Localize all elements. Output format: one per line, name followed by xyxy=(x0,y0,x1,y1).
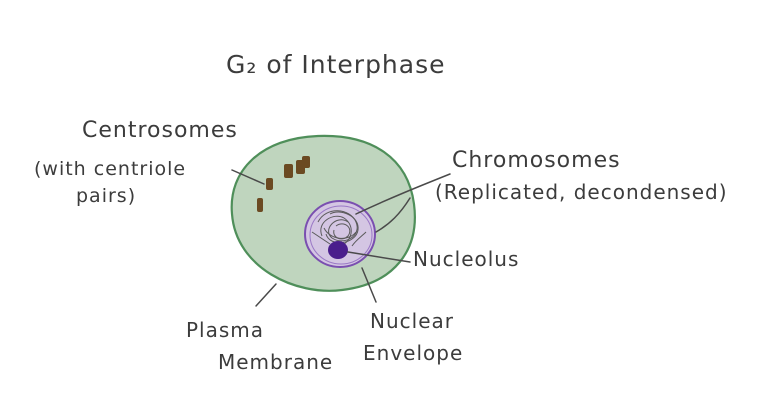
diagram-title: G₂ of Interphase xyxy=(226,50,446,79)
label-plasma-line2: Membrane xyxy=(218,350,334,374)
nucleolus-body xyxy=(328,241,348,259)
nucleus xyxy=(305,201,375,267)
chromatin xyxy=(311,210,367,247)
nuclear-envelope xyxy=(304,200,376,268)
label-centrosomes: Centrosomes xyxy=(82,118,238,143)
pointer-plasma xyxy=(255,283,277,307)
pointer-lines xyxy=(231,169,451,307)
plasma-membrane xyxy=(230,134,416,292)
pointer-centrosomes xyxy=(231,169,265,185)
pointer-chromosomes xyxy=(355,173,451,215)
label-nuclear-line2: Envelope xyxy=(363,341,464,365)
label-plasma-line1: Plasma xyxy=(186,318,265,342)
centrosomes xyxy=(257,156,310,212)
label-nucleolus: Nucleolus xyxy=(413,247,520,271)
label-chromosomes-note: (Replicated, decondensed) xyxy=(435,180,728,204)
label-centrosomes-note-line2: pairs) xyxy=(76,185,137,207)
label-chromosomes: Chromosomes xyxy=(452,148,621,173)
label-centrosomes-note-line1: (with centriole xyxy=(34,158,187,180)
pointer-nuclear xyxy=(361,267,377,303)
pointer-chromosomes-2 xyxy=(375,197,411,233)
nuclear-envelope-inner xyxy=(309,205,373,265)
label-nuclear-line1: Nuclear xyxy=(370,309,454,333)
pointer-nucleolus xyxy=(347,251,411,263)
